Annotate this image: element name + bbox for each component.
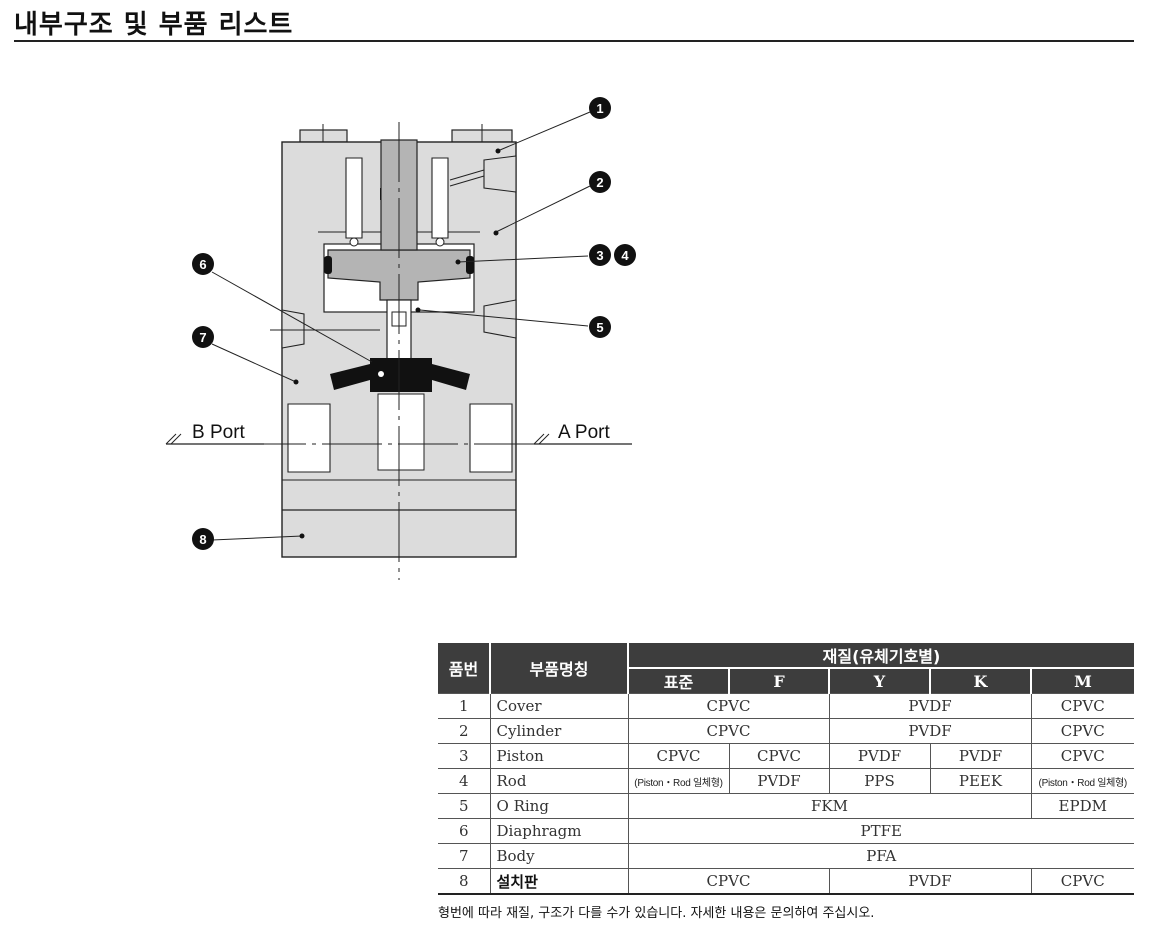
cell-material: CPVC (1030, 868, 1134, 895)
svg-text:5: 5 (596, 320, 603, 335)
callout-1: 1 (589, 97, 611, 119)
header-k: K (929, 667, 1031, 694)
callout-4: 4 (614, 244, 636, 266)
cell-material: PVDF (828, 718, 1031, 744)
cell-name: Diaphragm (489, 818, 628, 844)
table-row: 1 Cover CPVC PVDF CPVC (438, 693, 1134, 719)
cell-material: PVDF (828, 868, 1031, 895)
header-no: 품번 (438, 643, 490, 694)
cell-no: 7 (438, 843, 490, 869)
cell-material: CPVC (627, 718, 829, 744)
cell-material: PVDF (828, 743, 930, 769)
page-title: 내부구조 및 부품 리스트 (14, 10, 294, 40)
cell-name: O Ring (489, 793, 628, 819)
cell-material: PVDF (828, 693, 1031, 719)
svg-text:7: 7 (199, 330, 206, 345)
parts-list-table: 품번 부품명칭 재질(유체기호별) 표준 F Y K M 1 Cover CPV… (438, 643, 1134, 895)
cell-name: 설치판 (489, 868, 628, 895)
header-std: 표준 (627, 667, 729, 694)
header-y: Y (828, 667, 930, 694)
cell-material: PVDF (929, 743, 1031, 769)
svg-text:8: 8 (199, 532, 206, 547)
cell-material: PVDF (728, 768, 829, 794)
a-port-label: A Port (558, 422, 610, 443)
cell-material: EPDM (1030, 793, 1134, 819)
cell-material: PTFE (627, 818, 1134, 844)
header-f: F (728, 667, 829, 694)
cell-material: FKM (627, 793, 1031, 819)
table-row: 3 Piston CPVC CPVC PVDF PVDF CPVC (438, 743, 1134, 769)
cell-no: 4 (438, 768, 490, 794)
cell-material: (Piston・Rod 일체형) (1030, 768, 1134, 794)
cell-material: CPVC (627, 693, 829, 719)
cell-no: 6 (438, 818, 490, 844)
cell-material: CPVC (627, 868, 829, 895)
cell-material: CPVC (728, 743, 829, 769)
cell-no: 8 (438, 868, 490, 895)
table-row: 4 Rod (Piston・Rod 일체형) PVDF PPS PEEK (Pi… (438, 768, 1134, 794)
cell-no: 3 (438, 743, 490, 769)
callout-8: 8 (192, 528, 214, 550)
svg-text:2: 2 (596, 175, 603, 190)
cell-material: PEEK (929, 768, 1031, 794)
cell-material: PPS (828, 768, 930, 794)
cell-name: Piston (489, 743, 628, 769)
table-row: 5 O Ring FKM EPDM (438, 793, 1134, 819)
footnote: 형번에 따라 재질, 구조가 다를 수가 있습니다. 자세한 내용은 문의하여 … (438, 906, 875, 921)
header-material: 재질(유체기호별) (627, 643, 1134, 669)
cell-no: 1 (438, 693, 490, 719)
callout-6: 6 (192, 253, 214, 275)
table-row: 2 Cylinder CPVC PVDF CPVC (438, 718, 1134, 744)
callout-7: 7 (192, 326, 214, 348)
cell-name: Rod (489, 768, 628, 794)
header-m: M (1030, 667, 1134, 694)
table-row: 7 Body PFA (438, 843, 1134, 869)
valve-cross-section-diagram: 1 2 3 4 5 6 7 8 B Port A Port (165, 97, 636, 580)
title-divider (14, 40, 1134, 42)
cell-name: Cover (489, 693, 628, 719)
callout-5: 5 (589, 316, 611, 338)
table-row: 8 설치판 CPVC PVDF CPVC (438, 868, 1134, 895)
callout-3: 3 (589, 244, 611, 266)
cell-material: PFA (627, 843, 1134, 869)
svg-text:1: 1 (596, 101, 603, 116)
header-name: 부품명칭 (489, 643, 628, 694)
svg-text:4: 4 (621, 248, 629, 263)
cell-material: CPVC (1030, 693, 1134, 719)
cell-name: Body (489, 843, 628, 869)
cell-name: Cylinder (489, 718, 628, 744)
svg-text:3: 3 (596, 248, 603, 263)
callout-2: 2 (589, 171, 611, 193)
cell-material: (Piston・Rod 일체형) (627, 768, 729, 794)
svg-text:6: 6 (199, 257, 206, 272)
cell-no: 5 (438, 793, 490, 819)
table-row: 6 Diaphragm PTFE (438, 818, 1134, 844)
cell-material: CPVC (1030, 718, 1134, 744)
cell-material: CPVC (1030, 743, 1134, 769)
cell-material: CPVC (627, 743, 729, 769)
b-port-label: B Port (192, 422, 246, 443)
cell-no: 2 (438, 718, 490, 744)
